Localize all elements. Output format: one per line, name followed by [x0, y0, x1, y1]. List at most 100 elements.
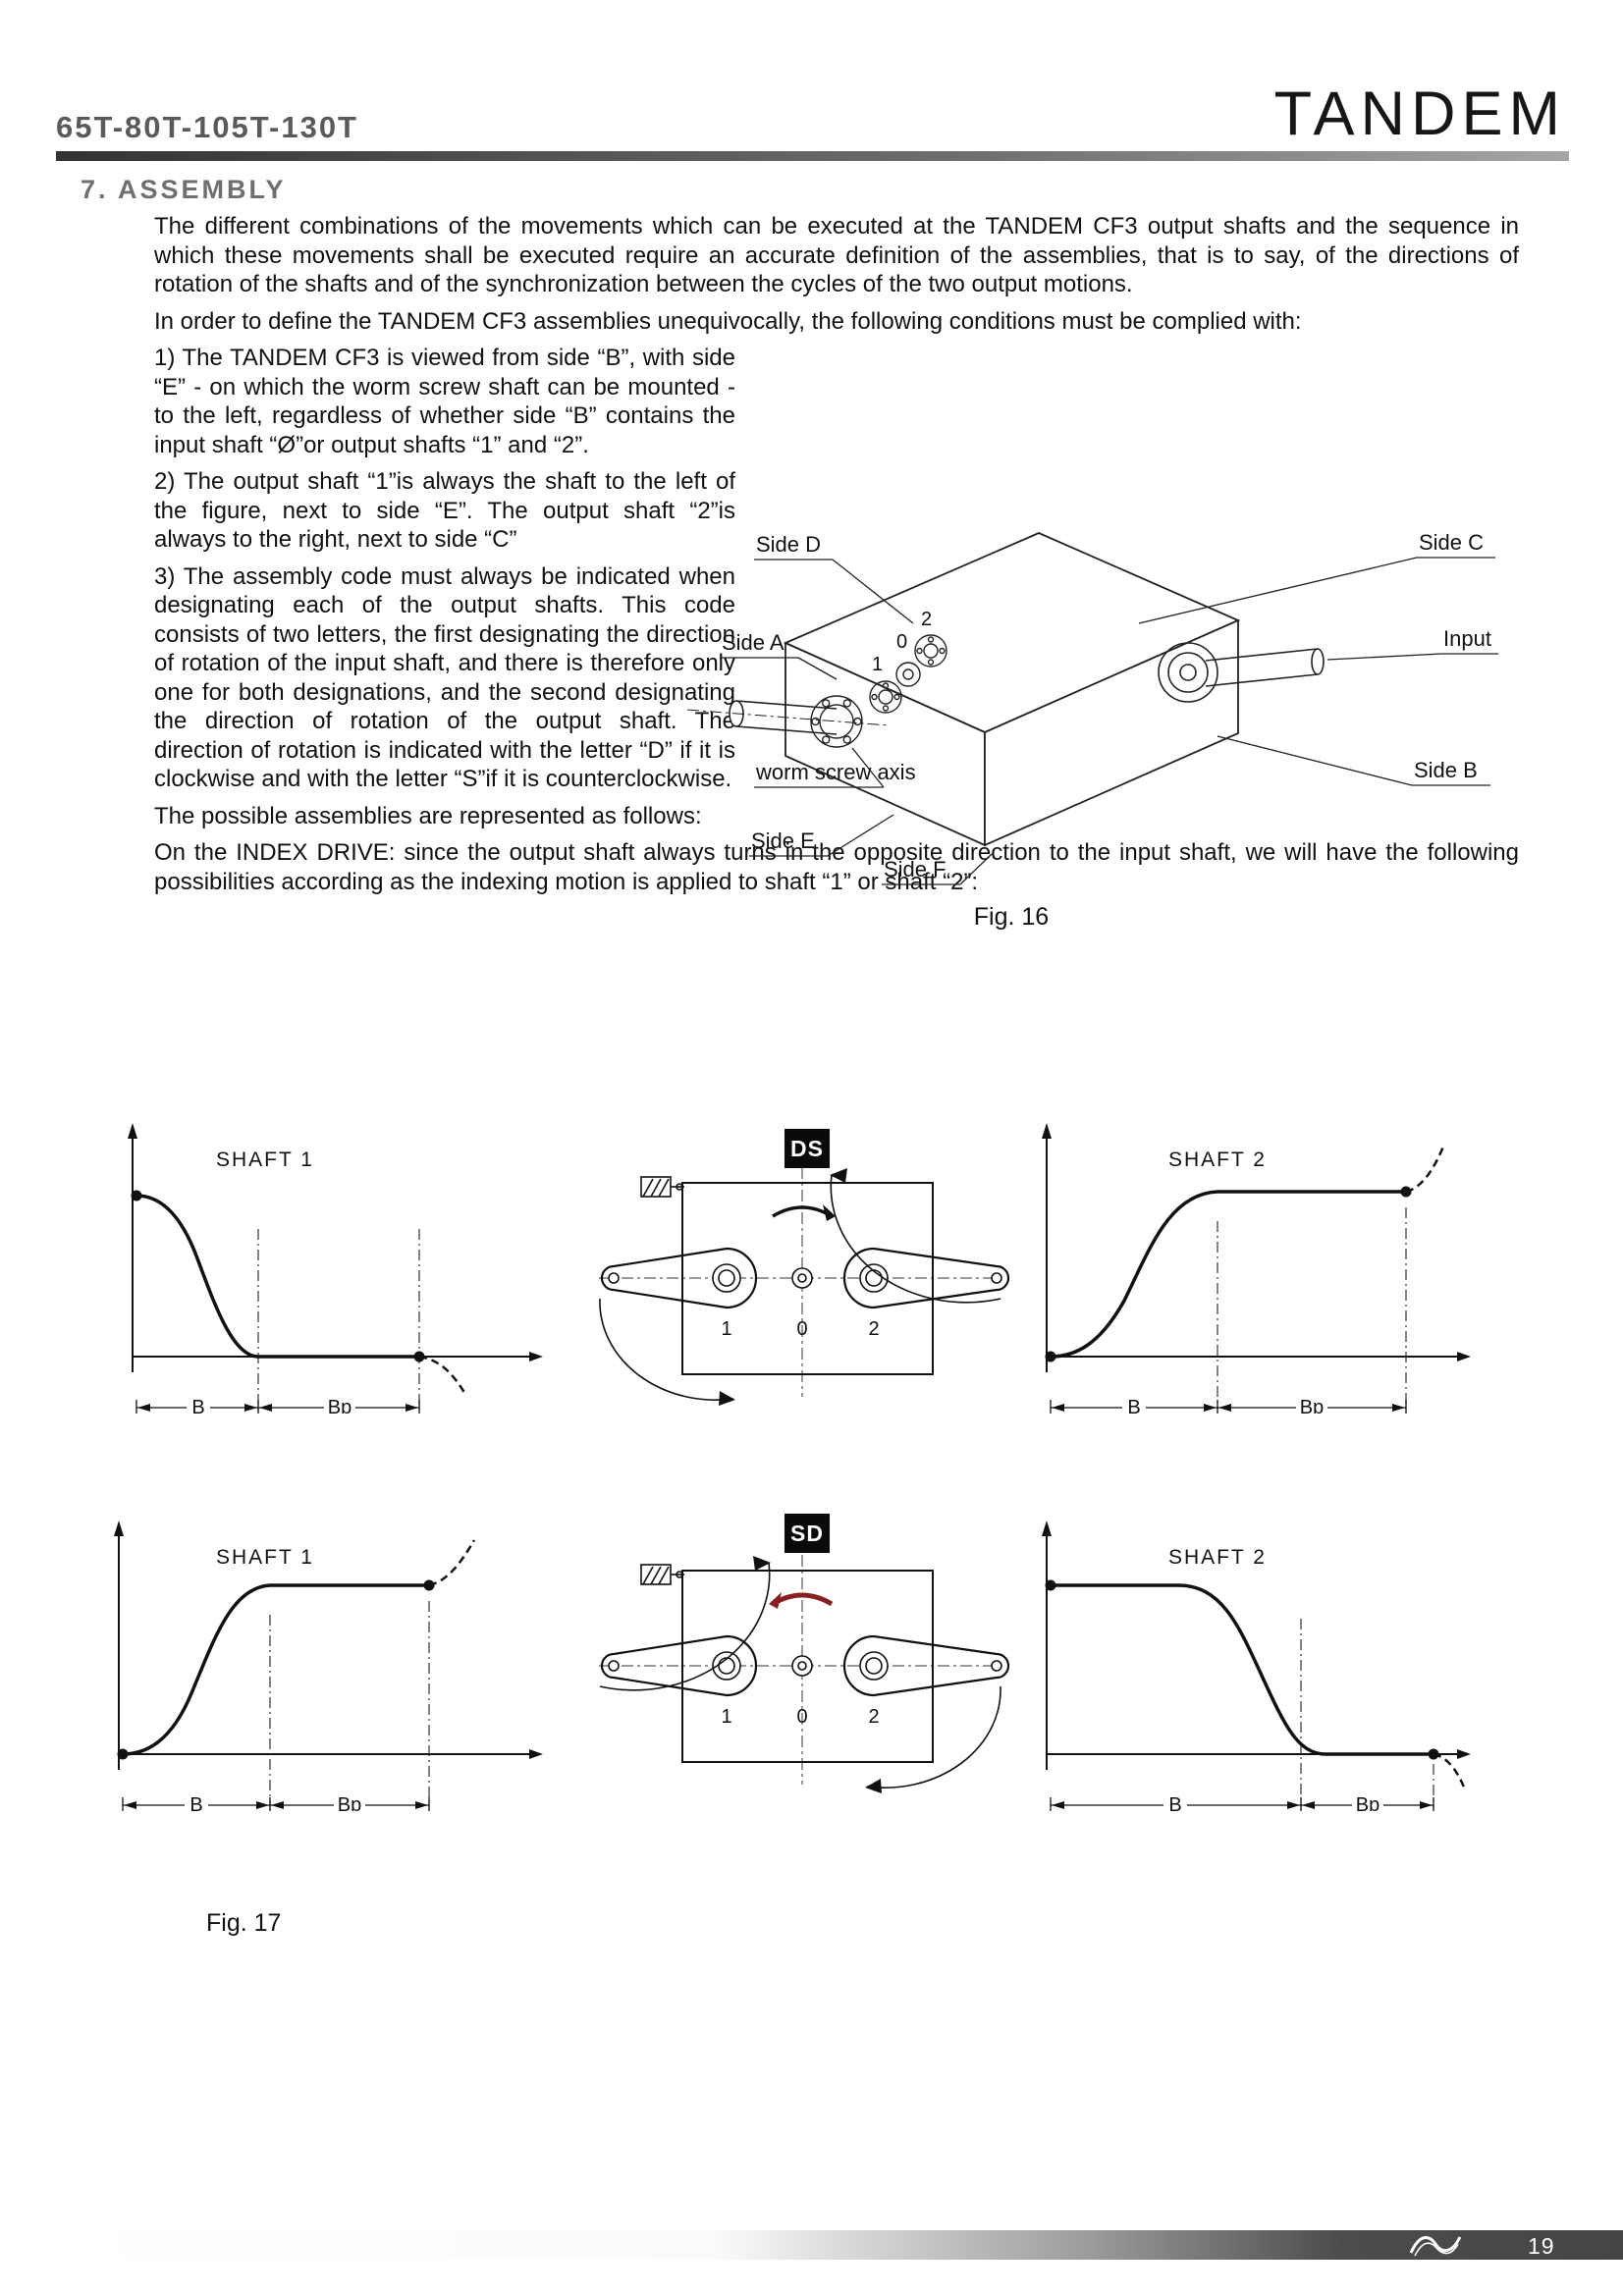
shaft-circles: [608, 1263, 1002, 1293]
y-axis-arrow: [1042, 1521, 1052, 1536]
model-code: 65T-80T-105T-130T: [56, 110, 358, 144]
lever-arms: [600, 1247, 1010, 1309]
paragraph-3: The possible assemblies are represented …: [154, 802, 702, 829]
label-side-c: Side C: [1419, 530, 1484, 555]
motion-curve-continuation: [1405, 1146, 1445, 1194]
condition-2: 2) The output shaft “1”is always the sha…: [154, 468, 735, 553]
graph-shaft2-sd: SHAFT 2 B Bp: [1042, 1521, 1471, 1811]
dim-b: B: [1168, 1794, 1181, 1811]
shaft-number-0: 0: [796, 1318, 807, 1340]
x-axis-arrow: [529, 1749, 543, 1759]
dim-b: B: [191, 1397, 204, 1414]
label-shaft-1: 1: [872, 654, 883, 675]
gearbox-body: [783, 532, 1241, 847]
motion-curve-continuation: [428, 1539, 476, 1587]
brand-logo: TANDEM: [1273, 80, 1566, 148]
phase-lines: [269, 1601, 430, 1809]
x-axis-arrow: [529, 1352, 543, 1362]
x-axis-arrow: [1457, 1352, 1471, 1362]
input-shaft: [1158, 642, 1325, 703]
mechanism-sd: 1 0 2: [599, 1555, 1010, 1793]
footer-logo: [1409, 2236, 1462, 2257]
reaction-bracket: [640, 1176, 684, 1198]
y-axis-arrow: [114, 1521, 124, 1536]
label-shaft-2: 2: [921, 609, 932, 630]
label-input: Input: [1443, 626, 1491, 651]
x-axis-arrow: [1457, 1749, 1471, 1759]
dim-b: B: [189, 1794, 202, 1811]
graph-shaft2-ds: SHAFT 2 B Bp: [1042, 1123, 1471, 1414]
dim-bp: Bp: [1356, 1794, 1380, 1811]
axes: [132, 1135, 533, 1372]
assembly-code-sd: SD: [784, 1514, 830, 1553]
shaft-number-1: 1: [721, 1706, 731, 1728]
lever-arms: [600, 1634, 1010, 1697]
dimension-arrows: [1052, 1801, 1433, 1809]
dim-label-bg: [1296, 1397, 1327, 1414]
label-shaft-0: 0: [896, 631, 907, 653]
motion-curve-continuation: [1433, 1752, 1467, 1790]
axes: [1046, 1135, 1461, 1372]
dimension-arrows: [137, 1404, 418, 1412]
graph-title: SHAFT 1: [216, 1546, 314, 1569]
fig17-caption: Fig. 17: [206, 1909, 282, 1937]
label-side-f: Side F: [884, 857, 947, 881]
graph-title: SHAFT 2: [1168, 1148, 1267, 1171]
dim-label-bg: [324, 1397, 355, 1414]
curve-end-dot: [413, 1351, 425, 1362]
dim-label-bg: [334, 1794, 365, 1811]
phase-lines: [257, 1229, 420, 1412]
reaction-bracket: [640, 1564, 684, 1585]
dim-bp: Bp: [1300, 1397, 1324, 1414]
motion-curve-continuation: [418, 1355, 468, 1397]
dim-label-bg: [1163, 1794, 1187, 1811]
curve-start-dot: [1045, 1351, 1056, 1362]
dim-label-bg: [1352, 1794, 1383, 1811]
graph-shaft1-ds: SHAFT 1 B Bp: [128, 1123, 543, 1414]
graph-title: SHAFT 2: [1168, 1546, 1267, 1569]
worm-flange: [810, 695, 863, 748]
dim-bp: Bp: [328, 1397, 352, 1414]
footer-bar: [56, 2230, 1623, 2260]
motion-curve: [122, 1583, 429, 1756]
label-worm-axis: worm screw axis: [755, 760, 916, 784]
label-side-b: Side B: [1414, 758, 1478, 782]
y-axis-arrow: [1042, 1123, 1052, 1139]
rotation-arrows: [599, 1556, 1001, 1793]
shaft-number-2: 2: [868, 1706, 879, 1728]
motion-curve: [1051, 1583, 1434, 1756]
paragraph-4: On the INDEX DRIVE: since the output sha…: [154, 839, 1519, 895]
paragraph-1: The different combinations of the moveme…: [154, 213, 1519, 297]
paragraph-2: In order to define the TANDEM CF3 assemb…: [154, 307, 1302, 335]
curve-end-dot: [1428, 1748, 1439, 1760]
body-text: The different combinations of the moveme…: [154, 212, 1519, 904]
gearbox-outline: [681, 1570, 934, 1763]
label-side-e: Side E: [751, 828, 815, 853]
condition-3: 3) The assembly code must always be indi…: [154, 562, 735, 793]
dimension-arrows: [124, 1801, 428, 1809]
motion-curve: [135, 1194, 419, 1359]
shaft-flanges: [869, 634, 947, 714]
dim-bp: Bp: [338, 1794, 361, 1811]
dim-label-bg: [187, 1397, 210, 1414]
header-rule: [56, 151, 1569, 161]
curve-end-dot: [1400, 1186, 1412, 1198]
assembly-code-ds: DS: [784, 1129, 830, 1168]
phase-lines: [1217, 1207, 1407, 1412]
condition-list: 1) The TANDEM CF3 is viewed from side “B…: [154, 344, 735, 794]
curve-end-dot: [423, 1579, 435, 1591]
phase-lines: [1300, 1619, 1434, 1809]
dim-b: B: [1127, 1397, 1140, 1414]
dim-label-bg: [1122, 1397, 1146, 1414]
shaft-circles: [608, 1651, 1002, 1681]
dimension-lines: [135, 1400, 420, 1414]
shaft-number-0: 0: [796, 1706, 807, 1728]
label-side-d: Side D: [756, 532, 821, 557]
curve-start-dot: [117, 1748, 129, 1760]
gearbox-outline: [681, 1182, 934, 1375]
section-title: 7. ASSEMBLY: [81, 175, 287, 204]
dim-label-bg: [185, 1794, 208, 1811]
axes: [118, 1532, 533, 1770]
page-number: 19: [1528, 2233, 1555, 2259]
